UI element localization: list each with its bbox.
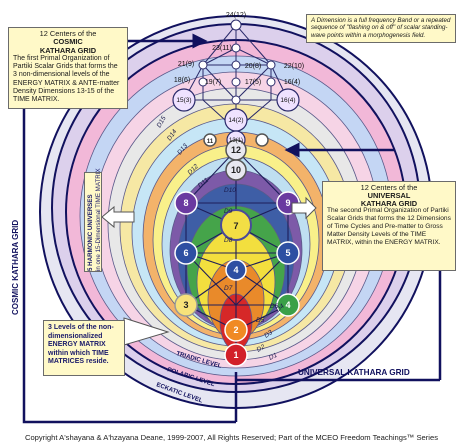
- unode-10: 10: [231, 165, 241, 175]
- cosmic-box-body: The first Primal Organization of Partiki…: [13, 54, 120, 104]
- cnode-19: 19(7): [205, 79, 221, 86]
- energy-matrix-levels-box: 3 Levels of the non-dimensionalized ENER…: [43, 320, 125, 376]
- unode-4: 4: [233, 265, 238, 275]
- universal-grid-box: 12 Centers of the UNIVERSAL KATHARA GRID…: [322, 181, 456, 271]
- universal-node-labels: 12 11 10 8 9 7 6 5 4 3 4 2 1: [183, 139, 290, 360]
- cnode-16b: 16(4): [280, 97, 295, 104]
- cosmic-box-title1: 12 Centers of the: [39, 29, 97, 38]
- harmonic-line1: 5 HARMONIC UNIVERSES: [87, 194, 94, 271]
- unode-7: 7: [233, 221, 238, 231]
- density-label-d10: D10: [224, 187, 236, 194]
- dimension-box-text: A Dimension is a full frequency Band or …: [311, 17, 451, 39]
- unode-5: 5: [285, 248, 290, 258]
- density-label-d9: D9: [224, 208, 233, 215]
- cnode-22: 22(10): [284, 63, 304, 70]
- pointer-arrows: [101, 196, 317, 346]
- density-label-d5: D5: [256, 317, 265, 324]
- universal-box-title2: UNIVERSAL: [367, 190, 411, 200]
- universal-box-title3: KATHARA GRID: [360, 198, 418, 208]
- levels-box-text: 3 Levels of the non-dimensionalized ENER…: [48, 324, 114, 366]
- density-label-d6: D6: [270, 303, 279, 310]
- copyright-line: Copyright A'shayana & A'hzayana Deane, 1…: [24, 433, 439, 442]
- cnode-16: 16(4): [284, 79, 300, 86]
- cosmic-node-dots: [198, 19, 276, 105]
- energy-matrix-rings: [39, 15, 433, 409]
- universal-box-body: The second Primal Organization of Partik…: [327, 207, 451, 246]
- cnode-14: 14(2): [228, 117, 243, 124]
- unode-8: 8: [183, 198, 188, 208]
- unode-11: 11: [207, 139, 214, 145]
- cnode-20: 20(8): [245, 63, 261, 70]
- density-label-d8: D8: [224, 237, 233, 244]
- universal-bottom-label: UNIVERSAL KATHARA GRID: [298, 368, 410, 377]
- harmonic-universes-box: 5 HARMONIC UNIVERSES in one 15-Dimension…: [84, 168, 102, 272]
- cosmic-node-labels: 24(12) 23(11) 21(9) 20(8) 22(10) 18(6) 1…: [174, 12, 304, 144]
- unode-2: 2: [233, 325, 238, 335]
- harmonic-line2: in one 15-Dimensional TIME MATRIX: [94, 168, 102, 271]
- cnode-17: 17(5): [245, 79, 261, 86]
- cnode-15: 15(3): [176, 97, 191, 104]
- cosmic-side-label: COSMIC KATHARA GRID: [11, 220, 20, 315]
- cnode-24: 24(12): [226, 12, 246, 19]
- density-label-d3: D3: [263, 329, 274, 340]
- dimension-definition-box: A Dimension is a full frequency Band or …: [306, 14, 456, 43]
- density-label-d1: D1: [268, 352, 279, 362]
- unode-9: 9: [285, 198, 290, 208]
- cnode-18: 18(6): [174, 77, 190, 84]
- cnode-21: 21(9): [178, 61, 194, 68]
- density-label-d4: D4: [275, 303, 286, 314]
- cosmic-box-title2: COSMIC: [53, 37, 83, 47]
- unode-12: 12: [231, 145, 241, 155]
- unode-3b: 4: [285, 300, 290, 310]
- density-label-d7: D7: [224, 285, 233, 292]
- universal-box-title1: 12 Centers of the: [360, 183, 418, 192]
- cosmic-grid-box: 12 Centers of the COSMIC KATHARA GRID Th…: [8, 27, 128, 109]
- cnode-13: 13(1): [229, 138, 243, 144]
- cnode-23: 23(11): [212, 45, 232, 52]
- density-label-d2: D2: [256, 343, 267, 353]
- cosmic-box-title3: KATHARA GRID: [39, 45, 97, 55]
- unode-6: 6: [183, 248, 188, 258]
- unode-3: 3: [183, 300, 188, 310]
- unode-1: 1: [233, 350, 238, 360]
